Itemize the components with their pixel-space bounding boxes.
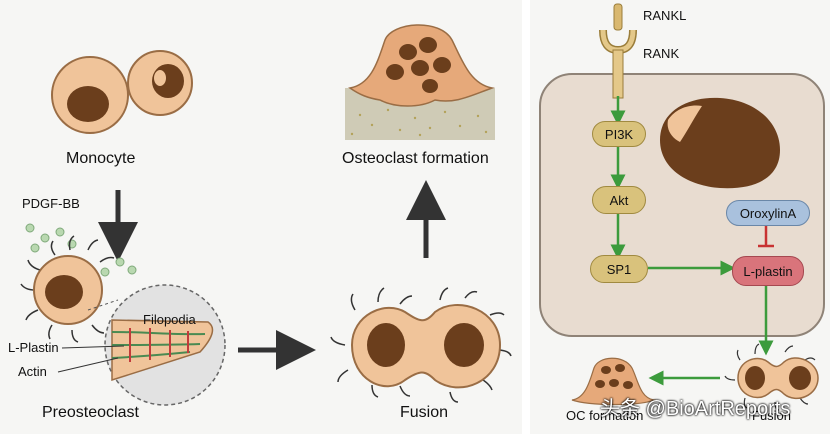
- lplastin-pointer: [61, 345, 125, 349]
- lplastin-label: L-Plastin: [8, 340, 59, 355]
- node-oroxylina: OroxylinA: [726, 200, 810, 226]
- node-pi3k: PI3K: [592, 121, 646, 147]
- osteoclast-cell-small: [571, 357, 657, 406]
- pdgf-dots: [25, 223, 137, 277]
- osteoclast-formation-label: Osteoclast formation: [342, 150, 489, 167]
- rankl-label: RANKL: [643, 8, 687, 23]
- actin-label: Actin: [18, 364, 47, 379]
- monocyte-label: Monocyte: [66, 150, 136, 167]
- pdgf-label: PDGF-BB: [22, 196, 80, 211]
- preosteoclast-label: Preosteoclast: [42, 404, 139, 421]
- fusion-label: Fusion: [400, 404, 449, 421]
- preosteoclast-cell: [20, 235, 115, 343]
- actin-pointer: [57, 357, 119, 373]
- node-lplastin: L-plastin: [732, 256, 804, 286]
- fusion-label-right: Fusion: [752, 408, 792, 423]
- osteoclast-cell: [345, 24, 495, 140]
- nucleus: [660, 97, 780, 189]
- fusion-cell: [330, 287, 512, 403]
- node-sp1: SP1: [590, 255, 648, 283]
- rank-label: RANK: [643, 46, 680, 61]
- filopodia-label: Filopodia: [143, 312, 196, 327]
- monocyte-cell-1: [51, 56, 129, 134]
- inhibit-arrow: [758, 224, 774, 248]
- node-akt: Akt: [592, 186, 646, 214]
- watermark: 头条 @BioArtReports: [600, 398, 791, 420]
- fusion-cell-small: [724, 343, 819, 411]
- oc-formation-label: OC formation: [566, 408, 644, 423]
- filopodia-zoom: [87, 284, 226, 406]
- monocyte-cell-2: [127, 50, 193, 116]
